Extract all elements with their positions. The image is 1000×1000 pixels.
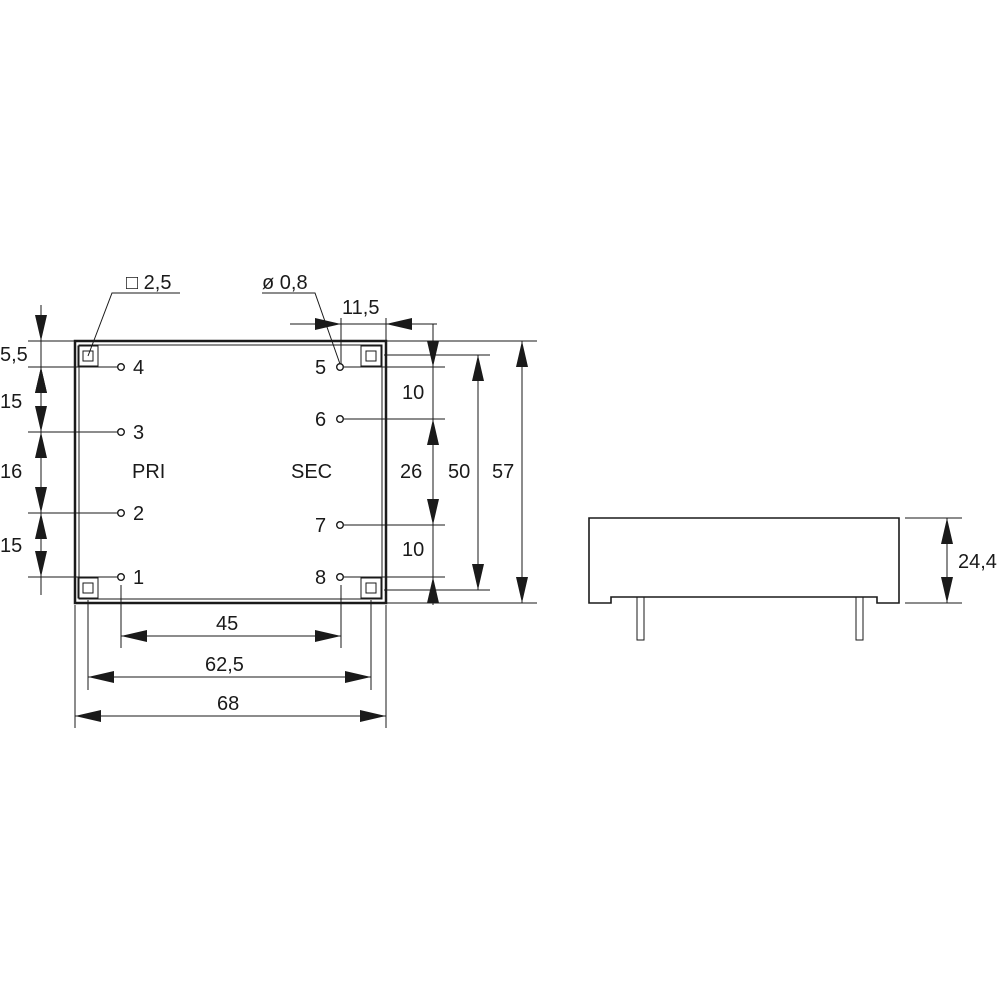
housing-inner-outline (78, 344, 383, 600)
side-pin-left (636, 596, 645, 641)
pin-6 (336, 415, 345, 424)
round-pin-leader (262, 292, 341, 365)
dim-pin-offset: 5,5 (0, 344, 28, 366)
pin-label-4: 4 (133, 357, 144, 379)
pin-label-6: 6 (315, 409, 326, 431)
side-view: 24,4 (588, 517, 997, 641)
dim-sec-pitch-bottom: 10 (402, 539, 424, 561)
primary-label: PRI (132, 461, 165, 483)
mounting-pins (77, 345, 382, 599)
pin-8 (336, 573, 345, 582)
dim-body-width: 68 (217, 693, 239, 715)
pin-label-7: 7 (315, 515, 326, 537)
dim-sec-pitch-mid: 26 (400, 461, 422, 483)
pin-2 (116, 509, 125, 518)
dim-pin-row-spacing: 45 (216, 613, 238, 635)
top-view: 4 3 2 1 5 6 7 8 PRI SEC □ 2,5 ø 0,8 (0, 272, 537, 728)
pin-label-5: 5 (315, 357, 326, 379)
side-height-dimension (905, 517, 962, 604)
mounting-pin-bottom-left (77, 577, 99, 599)
dim-body-height: 57 (492, 461, 514, 483)
mounting-pin-bottom-right (360, 577, 382, 599)
pin-label-1: 1 (133, 567, 144, 589)
pin-1 (116, 573, 125, 582)
mounting-pin-bottom-left-inner (82, 582, 94, 594)
pin-label-3: 3 (133, 422, 144, 444)
pin-label-2: 2 (133, 503, 144, 525)
housing-outline (73, 339, 388, 605)
dim-pitch-4-3: 15 (0, 391, 22, 413)
dim-mount-pitch-horizontal: 62,5 (205, 654, 244, 676)
sec-offset-dimension (290, 318, 437, 364)
mounting-pin-top-right-inner (365, 350, 377, 362)
bottom-dimension-chains (74, 585, 387, 728)
dim-sec-offset: 11,5 (342, 297, 379, 319)
mounting-pin-top-left (77, 345, 99, 367)
mounting-pin-top-left-inner (82, 350, 94, 362)
dim-pitch-3-2: 16 (0, 461, 22, 483)
square-pin-leader (87, 292, 180, 357)
pin-4 (116, 363, 125, 372)
pin-label-8: 8 (315, 567, 326, 589)
mounting-pin-bottom-right-inner (365, 582, 377, 594)
side-housing-outline (588, 517, 900, 604)
right-dimension-chains (344, 324, 537, 605)
side-pin-right (855, 596, 864, 641)
secondary-label: SEC (291, 461, 332, 483)
pin-7 (336, 521, 345, 530)
round-pin-note: ø 0,8 (262, 272, 308, 294)
dim-sec-pitch-top: 10 (402, 382, 424, 404)
dim-side-height: 24,4 (958, 551, 997, 573)
mounting-pin-top-right (360, 345, 382, 367)
pin-3 (116, 428, 125, 437)
dim-pitch-2-1: 15 (0, 535, 22, 557)
pin-5 (336, 363, 345, 372)
square-pin-note: □ 2,5 (126, 272, 171, 294)
left-dimension-chain (28, 305, 118, 595)
dim-mount-pitch-vertical: 50 (448, 461, 470, 483)
